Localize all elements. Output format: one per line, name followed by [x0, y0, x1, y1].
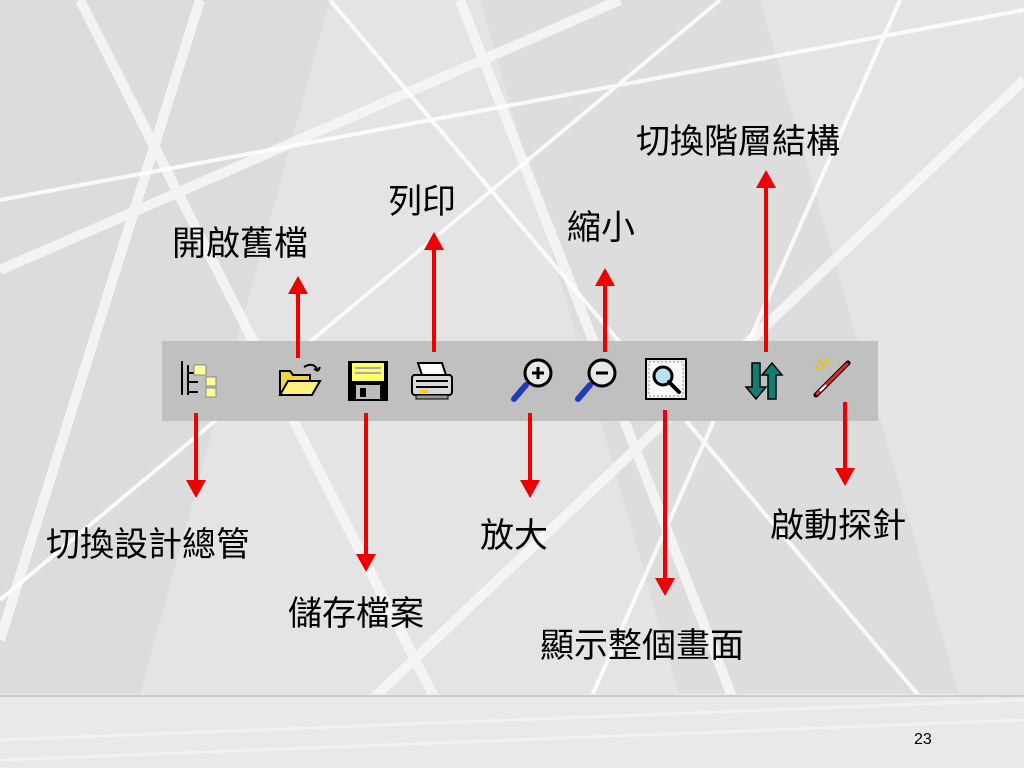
- label-zoom-fit: 顯示整個畫面: [540, 626, 744, 666]
- print-button[interactable]: [408, 357, 456, 405]
- label-zoom-out: 縮小: [567, 208, 635, 248]
- zoom-fit-button[interactable]: [642, 355, 690, 403]
- hierarchy-arrows-icon: [744, 361, 784, 401]
- label-toggle-design-manager: 切換設計總管: [46, 525, 250, 565]
- label-print: 列印: [388, 182, 456, 222]
- zoom-in-icon: [511, 358, 553, 402]
- tree-hierarchy-icon: [181, 361, 217, 398]
- probe-button[interactable]: [810, 353, 858, 401]
- label-open-file: 開啟舊檔: [172, 224, 308, 264]
- open-folder-icon: [278, 363, 322, 396]
- toggle-hierarchy-button[interactable]: [742, 357, 790, 405]
- label-probe: 啟動探針: [770, 506, 906, 546]
- zoom-in-button[interactable]: [508, 355, 556, 403]
- toolbar: [162, 341, 878, 421]
- floppy-disk-icon: [348, 361, 388, 401]
- label-zoom-in: 放大: [480, 516, 548, 556]
- open-file-button[interactable]: [276, 357, 324, 405]
- page-number: 23: [914, 731, 932, 748]
- save-file-button[interactable]: [344, 357, 392, 405]
- toggle-design-manager-button[interactable]: [174, 355, 222, 403]
- printer-icon: [411, 362, 453, 400]
- zoom-out-button[interactable]: [572, 355, 620, 403]
- label-toggle-hierarchy: 切換階層結構: [636, 122, 840, 162]
- probe-icon: [813, 357, 851, 398]
- label-save-file: 儲存檔案: [288, 594, 424, 634]
- zoom-fit-icon: [645, 358, 687, 400]
- zoom-out-icon: [575, 358, 617, 402]
